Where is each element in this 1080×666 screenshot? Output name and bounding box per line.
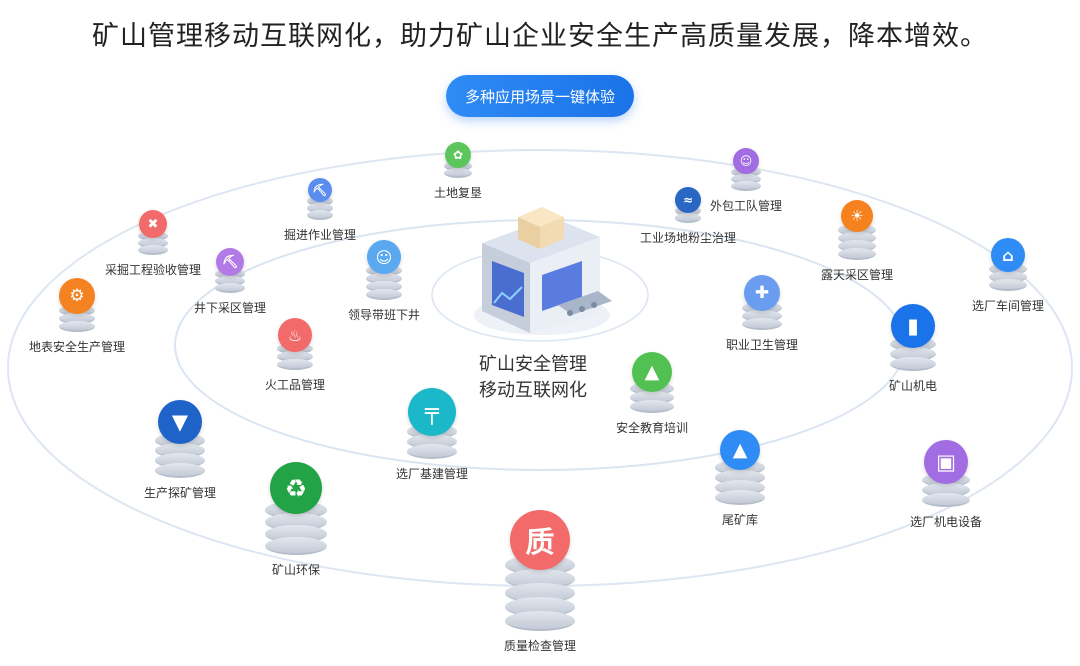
scenario-node[interactable]: ♻ 矿山环保 <box>265 462 327 578</box>
scenario-node[interactable]: ≈ 工业场地粉尘治理 <box>640 187 736 246</box>
scenario-label: 选厂基建管理 <box>395 467 469 481</box>
scenario-node[interactable]: ⚙ 地表安全生产管理 <box>29 278 125 355</box>
scenario-label: 外包工队管理 <box>709 199 783 213</box>
recycle-icon: ♻ <box>270 462 322 514</box>
stack-disc <box>921 493 970 507</box>
factory-home-icon: ⌂ <box>990 238 1025 272</box>
scenario-label: 露天采区管理 <box>820 268 894 282</box>
stack-disc <box>137 245 168 255</box>
scenario-node[interactable]: ╤ 选厂基建管理 <box>396 388 468 482</box>
scenario-label: 工业场地粉尘治理 <box>639 231 737 245</box>
scenario-node[interactable]: ▲ 尾矿库 <box>715 430 765 528</box>
shield-gear-icon: ⚙ <box>58 278 95 314</box>
stack-disc <box>276 359 313 370</box>
stack-disc <box>406 444 457 459</box>
stack-disc <box>306 210 333 220</box>
scenario-node[interactable]: ▣ 选厂机电设备 <box>910 440 982 530</box>
stack-disc <box>837 248 876 260</box>
crane-icon: ╤ <box>407 388 456 436</box>
fire-icon: ♨ <box>277 318 312 352</box>
scenario-label: 职业卫生管理 <box>725 338 799 352</box>
dust-icon: ≈ <box>674 187 701 213</box>
scenario-label: 选厂车间管理 <box>971 299 1045 313</box>
stack-disc <box>443 168 472 178</box>
sun-worker-icon: ☀ <box>840 200 873 232</box>
center-title: 矿山安全管理 移动互联网化 <box>479 352 587 404</box>
stack-disc <box>674 213 701 223</box>
worker-icon: ☺ <box>732 148 759 174</box>
scenario-label: 掘进作业管理 <box>283 228 357 242</box>
scenario-node[interactable]: ⛏ 井下采区管理 <box>194 248 266 316</box>
scenario-node[interactable]: ⌂ 选厂车间管理 <box>972 238 1044 314</box>
scenario-label: 地表安全生产管理 <box>28 340 126 354</box>
stack-disc <box>214 283 245 293</box>
scenario-node[interactable]: 质质量检查管理 <box>504 510 576 654</box>
scenario-node[interactable]: ☀ 露天采区管理 <box>821 200 893 283</box>
scenario-label: 选厂机电设备 <box>909 515 983 529</box>
experience-button[interactable]: 多种应用场景一键体验 <box>446 75 634 117</box>
scenario-label: 火工品管理 <box>264 378 326 392</box>
stack-disc <box>715 490 765 505</box>
stack-disc <box>730 181 761 191</box>
stack-disc <box>265 537 327 555</box>
scenario-node[interactable]: ☺ 外包工队管理 <box>710 148 782 214</box>
center-title-line2: 移动互联网化 <box>479 380 587 401</box>
stack-disc <box>988 279 1027 291</box>
scenario-label: 质量检查管理 <box>503 639 577 653</box>
scenario-label: 生产探矿管理 <box>143 486 217 500</box>
scenario-label: 土地复垦 <box>433 186 483 200</box>
scenario-label: 采掘工程验收管理 <box>104 263 202 277</box>
scenario-node[interactable]: ✖ 采掘工程验收管理 <box>105 210 201 278</box>
stack-disc <box>889 357 936 371</box>
equipment-icon: ▣ <box>923 440 968 484</box>
scenario-label: 领导带班下井 <box>347 308 421 322</box>
scenario-node[interactable]: ✿ 土地复垦 <box>434 142 482 201</box>
stack-disc <box>365 289 402 300</box>
drill-icon: ▼ <box>157 400 202 444</box>
scenario-node[interactable]: ▼ 生产探矿管理 <box>144 400 216 501</box>
scenario-label: 尾矿库 <box>721 513 758 527</box>
mine-icon: ⛏ <box>215 248 244 276</box>
excavator-icon: ⛏ <box>307 178 332 202</box>
mine-machine-illustration <box>474 207 612 335</box>
scenario-node[interactable]: ⛏ 掘进作业管理 <box>284 178 356 243</box>
center-title-line1: 矿山安全管理 <box>479 354 587 375</box>
scenario-label: 井下采区管理 <box>193 301 267 315</box>
scenario-node[interactable]: ♨ 火工品管理 <box>265 318 325 393</box>
scenario-label: 安全教育培训 <box>615 421 689 435</box>
scenario-node[interactable]: ✚ 职业卫生管理 <box>726 275 798 353</box>
quality-icon: 质 <box>509 510 570 570</box>
graduation-icon: ▲ <box>631 352 672 392</box>
stack-disc <box>58 321 95 332</box>
battery-icon: ▮ <box>890 304 935 348</box>
scenario-label: 矿山机电 <box>888 379 938 393</box>
stack-disc <box>154 463 205 478</box>
scenario-node[interactable]: ▮ 矿山机电 <box>889 304 937 394</box>
medkit-icon: ✚ <box>743 275 780 311</box>
stack-disc <box>629 400 674 413</box>
sprout-icon: ✿ <box>444 142 471 168</box>
scenario-label: 矿山环保 <box>271 563 320 577</box>
headline: 矿山管理移动互联网化，助力矿山企业安全生产高质量发展，降本增效。 <box>92 21 988 52</box>
helmet-icon: ☺ <box>366 240 401 274</box>
scenario-node[interactable]: ▲ 安全教育培训 <box>616 352 688 436</box>
stack-disc <box>504 611 575 631</box>
tools-icon: ✖ <box>138 210 167 238</box>
mountain-icon: ▲ <box>720 430 760 470</box>
stack-disc <box>741 318 782 330</box>
scenario-node[interactable]: ☺ 领导带班下井 <box>348 240 420 323</box>
